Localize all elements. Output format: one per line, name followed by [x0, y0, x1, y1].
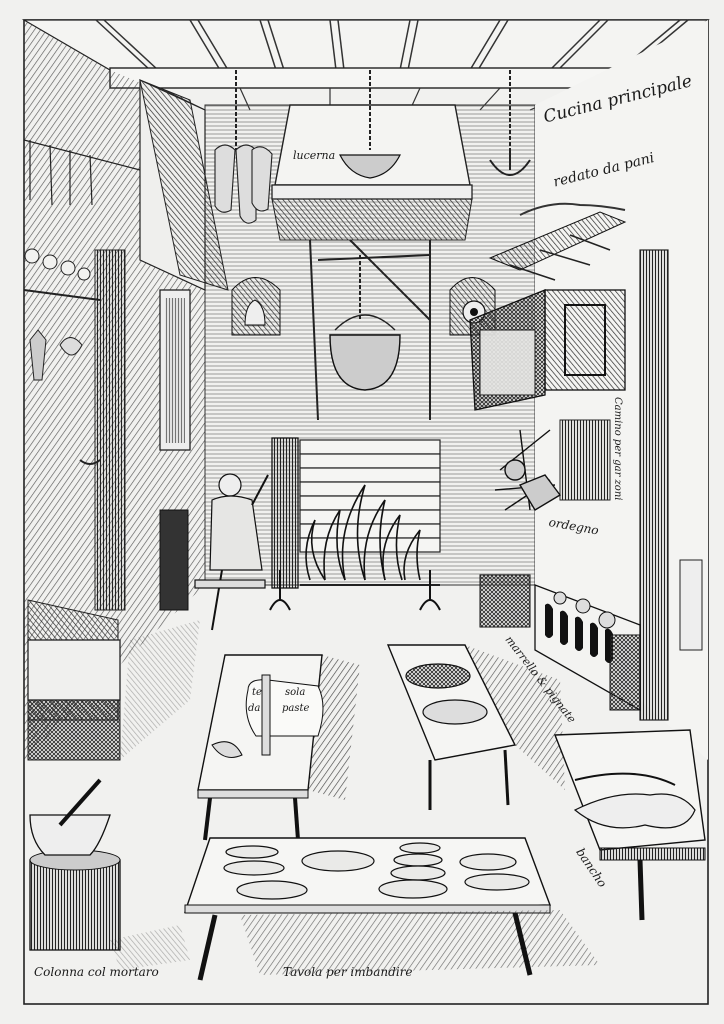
pastry-cloth-label-4: paste [282, 703, 310, 714]
wall-niches [231, 277, 496, 336]
tavola-label: Tavola per imbandire [283, 965, 413, 979]
oil-lamp-icon [339, 154, 401, 179]
pastry-table [197, 654, 360, 841]
butcher-bench [553, 729, 706, 921]
turnspit-boy [194, 473, 269, 631]
left-wall [23, 20, 229, 761]
stove [479, 574, 641, 712]
meat-rack [488, 202, 627, 281]
pastry-cloth-label-1: te [252, 687, 262, 698]
hanging-utensils [494, 429, 562, 511]
camino-label: Camino per gar zoni [612, 397, 623, 501]
cauldron-icon [329, 334, 401, 391]
hanging-meats [214, 70, 531, 224]
rolling-pin-icon [261, 674, 271, 756]
fire-icon [305, 484, 421, 581]
hearth [269, 437, 441, 611]
chimney-hood [271, 70, 473, 241]
floor-shadows [110, 620, 200, 970]
mortar-column [29, 778, 121, 951]
cauldron-frame [309, 239, 431, 421]
wall-cupboard [469, 289, 626, 411]
baking-table [386, 644, 565, 810]
lucerna-label: lucerna [293, 149, 336, 162]
serving-table [184, 837, 600, 981]
pastry-cloth-label-2: da [248, 703, 261, 714]
pastry-cloth-label-3: sola [285, 687, 306, 698]
colonna-label: Colonna col mortaro [34, 965, 159, 979]
